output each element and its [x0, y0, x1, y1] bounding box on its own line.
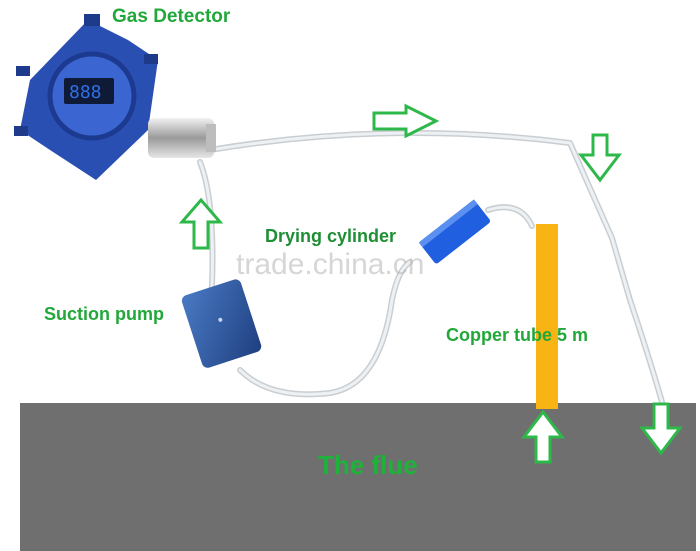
drying-cylinder [418, 199, 490, 264]
flue-label: The flue [318, 450, 418, 480]
flow-arrow-right-icon [372, 103, 440, 139]
suction-pump-label: Suction pump [44, 304, 164, 324]
copper-tube [536, 224, 558, 409]
gas-detector-label: Gas Detector [112, 6, 231, 27]
flue-block [20, 403, 696, 551]
flow-arrow-up-icon [178, 197, 224, 250]
flow-arrow-down-icon [638, 402, 684, 456]
svg-text:888: 888 [69, 82, 102, 103]
drying-cylinder-label: Drying cylinder [265, 226, 397, 246]
suction-pump [181, 279, 262, 368]
flow-arrow-up-icon [520, 409, 566, 464]
watermark: trade.china.cn [236, 248, 425, 281]
copper-tube-label: Copper tube 5 m [446, 325, 589, 345]
flow-arrow-down-icon [577, 133, 623, 183]
gas-detector: 888 [14, 14, 216, 180]
